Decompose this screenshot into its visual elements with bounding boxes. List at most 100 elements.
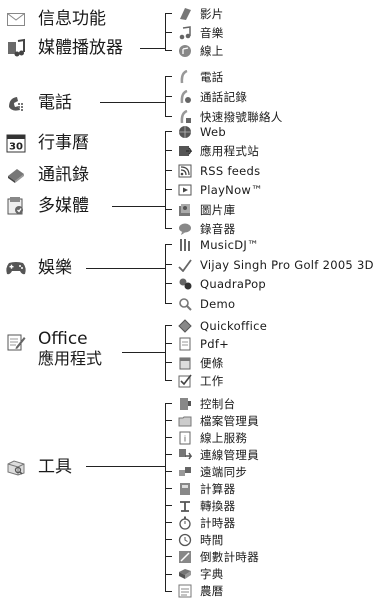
submenu-item-control-panel[interactable]: 控制台 (177, 395, 235, 412)
submenu-item-quickoffice[interactable]: Quickoffice (177, 317, 267, 334)
submenu-item-web[interactable]: Web (177, 123, 226, 140)
online-service-icon: i (177, 430, 192, 445)
submenu-item-video[interactable]: 影片 (177, 5, 224, 22)
notepad-icon (4, 331, 28, 353)
submenu-item-voice-recorder[interactable]: 錄音器 (177, 220, 235, 237)
main-item-label: 通訊錄 (38, 165, 89, 185)
stopwatch-icon (177, 515, 192, 530)
connector-line (86, 268, 165, 269)
main-item-office[interactable]: Office 應用程式 (0, 327, 160, 371)
submenu-item-quadrapop[interactable]: QuadraPop (177, 275, 266, 292)
quadrapop-icon (177, 276, 192, 291)
online-icon (177, 43, 192, 58)
main-item-calendar[interactable]: 30 行事曆 (0, 130, 160, 156)
submenu-item-lunar-calendar[interactable]: 農曆 (177, 582, 224, 599)
main-item-label: 媒體播放器 (38, 38, 123, 58)
voice-recorder-icon (177, 221, 192, 236)
main-item-media-player[interactable]: 媒體播放器 (0, 35, 160, 61)
submenu-item-file-manager[interactable]: 檔案管理員 (177, 412, 259, 429)
main-item-entertainment[interactable]: 娛樂 (0, 255, 160, 281)
bracket-tools (165, 403, 172, 591)
connector-line (140, 48, 165, 49)
toolbox-icon (4, 456, 28, 478)
bracket-multimedia (165, 131, 172, 228)
main-item-calls[interactable]: 電話 (0, 90, 160, 116)
countdown-icon (177, 549, 192, 564)
converter-icon (177, 498, 192, 513)
speed-dial-icon (177, 109, 192, 124)
demo-icon (177, 296, 192, 311)
quickoffice-icon (177, 318, 192, 333)
submenu-item-sync[interactable]: 遠端同步 (177, 463, 247, 480)
control-panel-icon (177, 396, 192, 411)
submenu-item-speed-dial[interactable]: 快速撥號聯絡人 (177, 108, 283, 125)
main-item-label: 娛樂 (38, 258, 72, 278)
app-store-icon (177, 143, 192, 158)
gamepad-icon (4, 257, 28, 279)
calendar-icon: 30 (4, 132, 28, 154)
clock-icon (177, 532, 192, 547)
video-icon (177, 6, 192, 21)
submenu-item-task[interactable]: 工作 (177, 372, 224, 389)
phone-icon (4, 92, 28, 114)
submenu-item-app-store[interactable]: 應用程式站 (177, 142, 259, 159)
bracket-media-player (165, 13, 172, 50)
pdf-icon (177, 336, 192, 351)
main-item-messages[interactable]: 信息功能 (0, 6, 160, 32)
music-icon (177, 25, 192, 40)
submenu-item-golf[interactable]: Vijay Singh Pro Golf 2005 3D (177, 256, 374, 273)
main-item-label: Office (38, 329, 88, 349)
folder-icon (177, 413, 192, 428)
submenu-item-countdown[interactable]: 倒數計時器 (177, 548, 259, 565)
task-icon (177, 373, 192, 388)
main-item-tools[interactable]: 工具 (0, 454, 160, 480)
submenu-item-online[interactable]: 線上 (177, 42, 224, 59)
connector-line (112, 206, 165, 207)
submenu-item-connection-manager[interactable]: 連線管理員 (177, 446, 259, 463)
sync-icon (177, 464, 192, 479)
envelope-icon (4, 8, 28, 30)
music-note-icon (4, 37, 28, 59)
submenu-item-phone[interactable]: 電話 (177, 68, 224, 85)
submenu-item-picture-library[interactable]: 圖片庫 (177, 201, 235, 218)
submenu-item-call-log[interactable]: 通話記錄 (177, 88, 247, 105)
main-item-label-secondary: 應用程式 (38, 349, 103, 368)
submenu-item-rss[interactable]: RSS feeds (177, 162, 260, 179)
main-item-label: 行事曆 (38, 133, 89, 153)
connector-line (100, 102, 165, 103)
picture-library-icon (177, 202, 192, 217)
bracket-office (165, 325, 172, 380)
submenu-item-converter[interactable]: 轉換器 (177, 497, 235, 514)
connector-line (122, 352, 165, 353)
contacts-book-icon (4, 164, 28, 186)
submenu-item-music[interactable]: 音樂 (177, 24, 224, 41)
submenu-item-musicdj[interactable]: MusicDJ™ (177, 236, 259, 253)
main-item-label: 多媒體 (38, 196, 89, 216)
calculator-icon (177, 481, 192, 496)
submenu-item-calculator[interactable]: 計算器 (177, 480, 235, 497)
rss-icon (177, 163, 192, 178)
lunar-calendar-icon (177, 583, 192, 598)
submenu-item-playnow[interactable]: PlayNow™ (177, 181, 263, 198)
main-item-label: 電話 (38, 93, 72, 113)
multimedia-icon (4, 195, 28, 217)
musicdj-icon (177, 237, 192, 252)
dictionary-icon (177, 566, 192, 581)
svg-text:30: 30 (9, 142, 23, 153)
main-item-multimedia[interactable]: 多媒體 (0, 193, 160, 219)
submenu-item-pdf[interactable]: Pdf+ (177, 335, 229, 352)
submenu-item-clock[interactable]: 時間 (177, 531, 224, 548)
submenu-item-demo[interactable]: Demo (177, 295, 235, 312)
submenu-item-dictionary[interactable]: 字典 (177, 565, 224, 582)
submenu-item-note[interactable]: 便條 (177, 354, 224, 371)
golf-icon (177, 257, 192, 272)
web-icon (177, 124, 192, 139)
call-log-icon (177, 89, 192, 104)
note-icon (177, 355, 192, 370)
bracket-entertainment (165, 244, 172, 303)
playnow-icon (177, 182, 192, 197)
connector-line (86, 466, 165, 467)
main-item-contacts[interactable]: 通訊錄 (0, 162, 160, 188)
submenu-item-stopwatch[interactable]: 計時器 (177, 514, 235, 531)
